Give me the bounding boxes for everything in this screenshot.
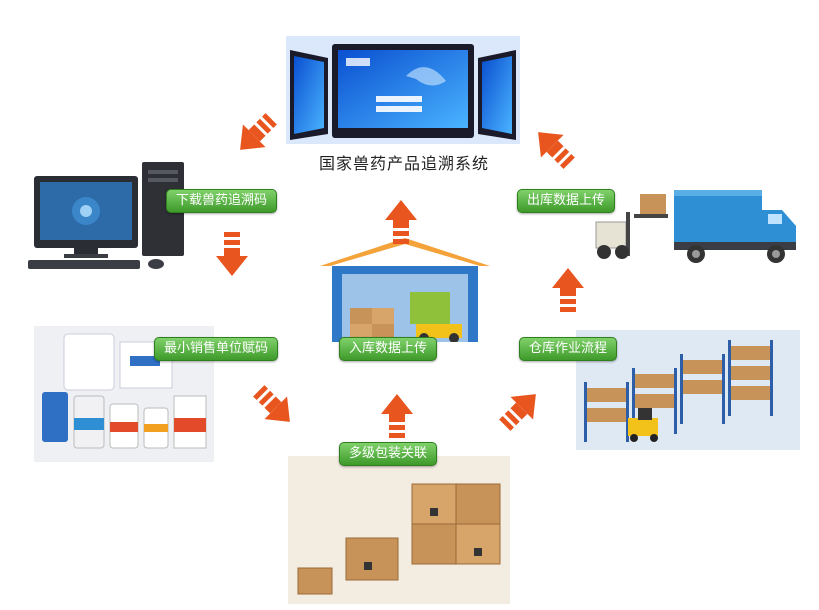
label-outbound-upload: 出库数据上传 <box>517 189 616 213</box>
system-title: 国家兽药产品追溯系统 <box>318 154 489 173</box>
arrow-products-to-boxes <box>247 379 302 434</box>
label-min-sale-unit: 最小销售单位赋码 <box>154 337 279 361</box>
arrow-boxes-to-warehouse <box>381 394 413 438</box>
cardboard-boxes-icon <box>288 456 510 604</box>
arrow-truck-to-server <box>526 120 581 175</box>
arrow-shelves-to-truck <box>552 268 584 312</box>
desktop-computer-icon <box>28 160 188 272</box>
label-multi-level-pack: 多级包装关联 <box>339 442 438 466</box>
monitors-icon <box>286 36 520 144</box>
arrow-pc-to-products <box>216 232 248 276</box>
label-warehouse-process: 仓库作业流程 <box>519 337 618 361</box>
storage-shelves-icon <box>576 330 800 450</box>
warehouse-icon <box>320 238 490 342</box>
arrow-server-to-pc <box>228 107 283 162</box>
label-inbound-upload: 入库数据上传 <box>339 337 438 361</box>
label-download-code: 下载兽药追溯码 <box>166 189 278 213</box>
delivery-truck-icon <box>592 186 804 270</box>
arrow-boxes-to-shelves <box>493 382 548 437</box>
